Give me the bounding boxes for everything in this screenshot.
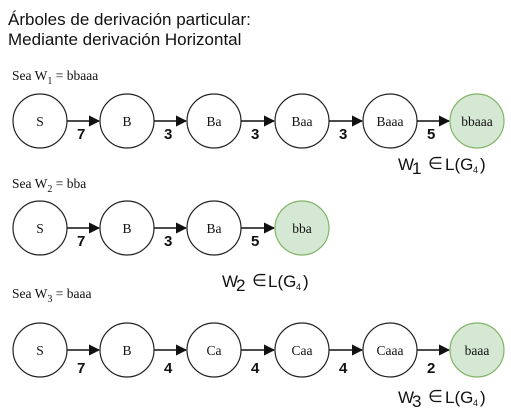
derivation-2-node-label: S — [36, 221, 44, 236]
element-of-symbol: ∈ — [252, 271, 267, 290]
derivation-1-membership-lang: L(G — [445, 155, 473, 174]
derivation-1-node — [99, 93, 155, 149]
derivation-3-node-label: Caa — [292, 343, 313, 358]
derivation-3-rule-label: 4 — [339, 360, 348, 377]
derivation-1-node — [362, 93, 418, 149]
derivation-3-rule-label: 2 — [427, 360, 435, 377]
derivation-3-membership-grammar-index: 4 — [473, 398, 478, 408]
derivation-2-rule-label: 3 — [164, 233, 172, 250]
derivation-2-final-node — [274, 200, 330, 256]
derivation-1-word-label: Sea W1 = bbaaa — [12, 68, 98, 87]
derivation-2-node-label: Ba — [207, 221, 222, 236]
derivation-3-node — [186, 322, 242, 378]
derivation-3-node-label: B — [122, 343, 131, 358]
derivation-1-membership-grammar-index: 4 — [473, 165, 478, 175]
derivation-1-rule-label: 5 — [427, 126, 435, 143]
derivation-1-node — [186, 93, 242, 149]
derivation-2-rule-label: 5 — [251, 233, 259, 250]
derivation-2-membership-lang: L(G — [268, 272, 296, 291]
derivation-3-node-label: S — [36, 343, 44, 358]
derivation-3-membership-w: W — [398, 388, 414, 407]
derivation-1-membership-close: ) — [480, 155, 486, 174]
derivation-1-membership-w: W — [398, 155, 414, 174]
derivation-2-membership-w: W — [222, 272, 238, 291]
element-of-symbol: ∈ — [428, 387, 443, 406]
derivation-2-word-label: Sea W2 = bba — [12, 176, 86, 195]
derivation-1-rule-label: 3 — [251, 126, 259, 143]
derivation-1-rule-label: 3 — [164, 126, 172, 143]
element-of-symbol: ∈ — [428, 154, 443, 173]
page-title-line-2: Mediante derivación Horizontal — [8, 30, 242, 49]
derivation-3-node — [274, 322, 330, 378]
derivation-2-node — [12, 200, 68, 256]
derivation-3-final-node — [449, 322, 505, 378]
derivation-2-membership-close: ) — [303, 272, 309, 291]
derivation-1-node-label: Ba — [207, 114, 222, 129]
derivation-1-node-label: bbaaa — [461, 114, 492, 129]
derivation-1-node — [12, 93, 68, 149]
derivation-3-node — [12, 322, 68, 378]
derivation-1-rule-label: 7 — [77, 126, 85, 143]
derivation-3-rule-label: 7 — [77, 360, 85, 377]
derivation-3-node — [362, 322, 418, 378]
derivation-1-rule-label: 3 — [339, 126, 347, 143]
derivation-1-node-label: Baa — [292, 114, 313, 129]
derivation-1-node — [274, 93, 330, 149]
derivation-1-final-node — [449, 93, 505, 149]
derivation-3-membership-lang: L(G — [445, 388, 473, 407]
derivation-2-node — [186, 200, 242, 256]
derivation-3-node-label: Caaa — [377, 343, 404, 358]
derivation-2-membership-sub: 2 — [236, 276, 245, 295]
derivation-2-node-label: B — [122, 221, 131, 236]
derivation-3-membership-sub: 3 — [412, 392, 421, 411]
derivation-3-word-label: Sea W3 = baaa — [12, 286, 91, 305]
derivation-3-membership-close: ) — [480, 388, 486, 407]
derivation-2-node-label: bba — [292, 221, 312, 236]
derivation-1-node-label: B — [122, 114, 131, 129]
derivation-3-rule-label: 4 — [164, 360, 173, 377]
derivation-1-node-label: S — [36, 114, 44, 129]
derivation-2-membership-grammar-index: 4 — [296, 282, 301, 292]
derivation-3-node-label: baaa — [465, 343, 490, 358]
derivation-1-membership-sub: 1 — [412, 159, 421, 178]
derivation-1-node-label: Baaa — [377, 114, 404, 129]
derivation-3-rule-label: 4 — [251, 360, 260, 377]
derivation-2-node — [99, 200, 155, 256]
derivation-3-node — [99, 322, 155, 378]
page-title-line-1: Árboles de derivación particular: — [8, 10, 251, 29]
derivation-3-node-label: Ca — [207, 343, 222, 358]
derivation-2-rule-label: 7 — [77, 233, 85, 250]
